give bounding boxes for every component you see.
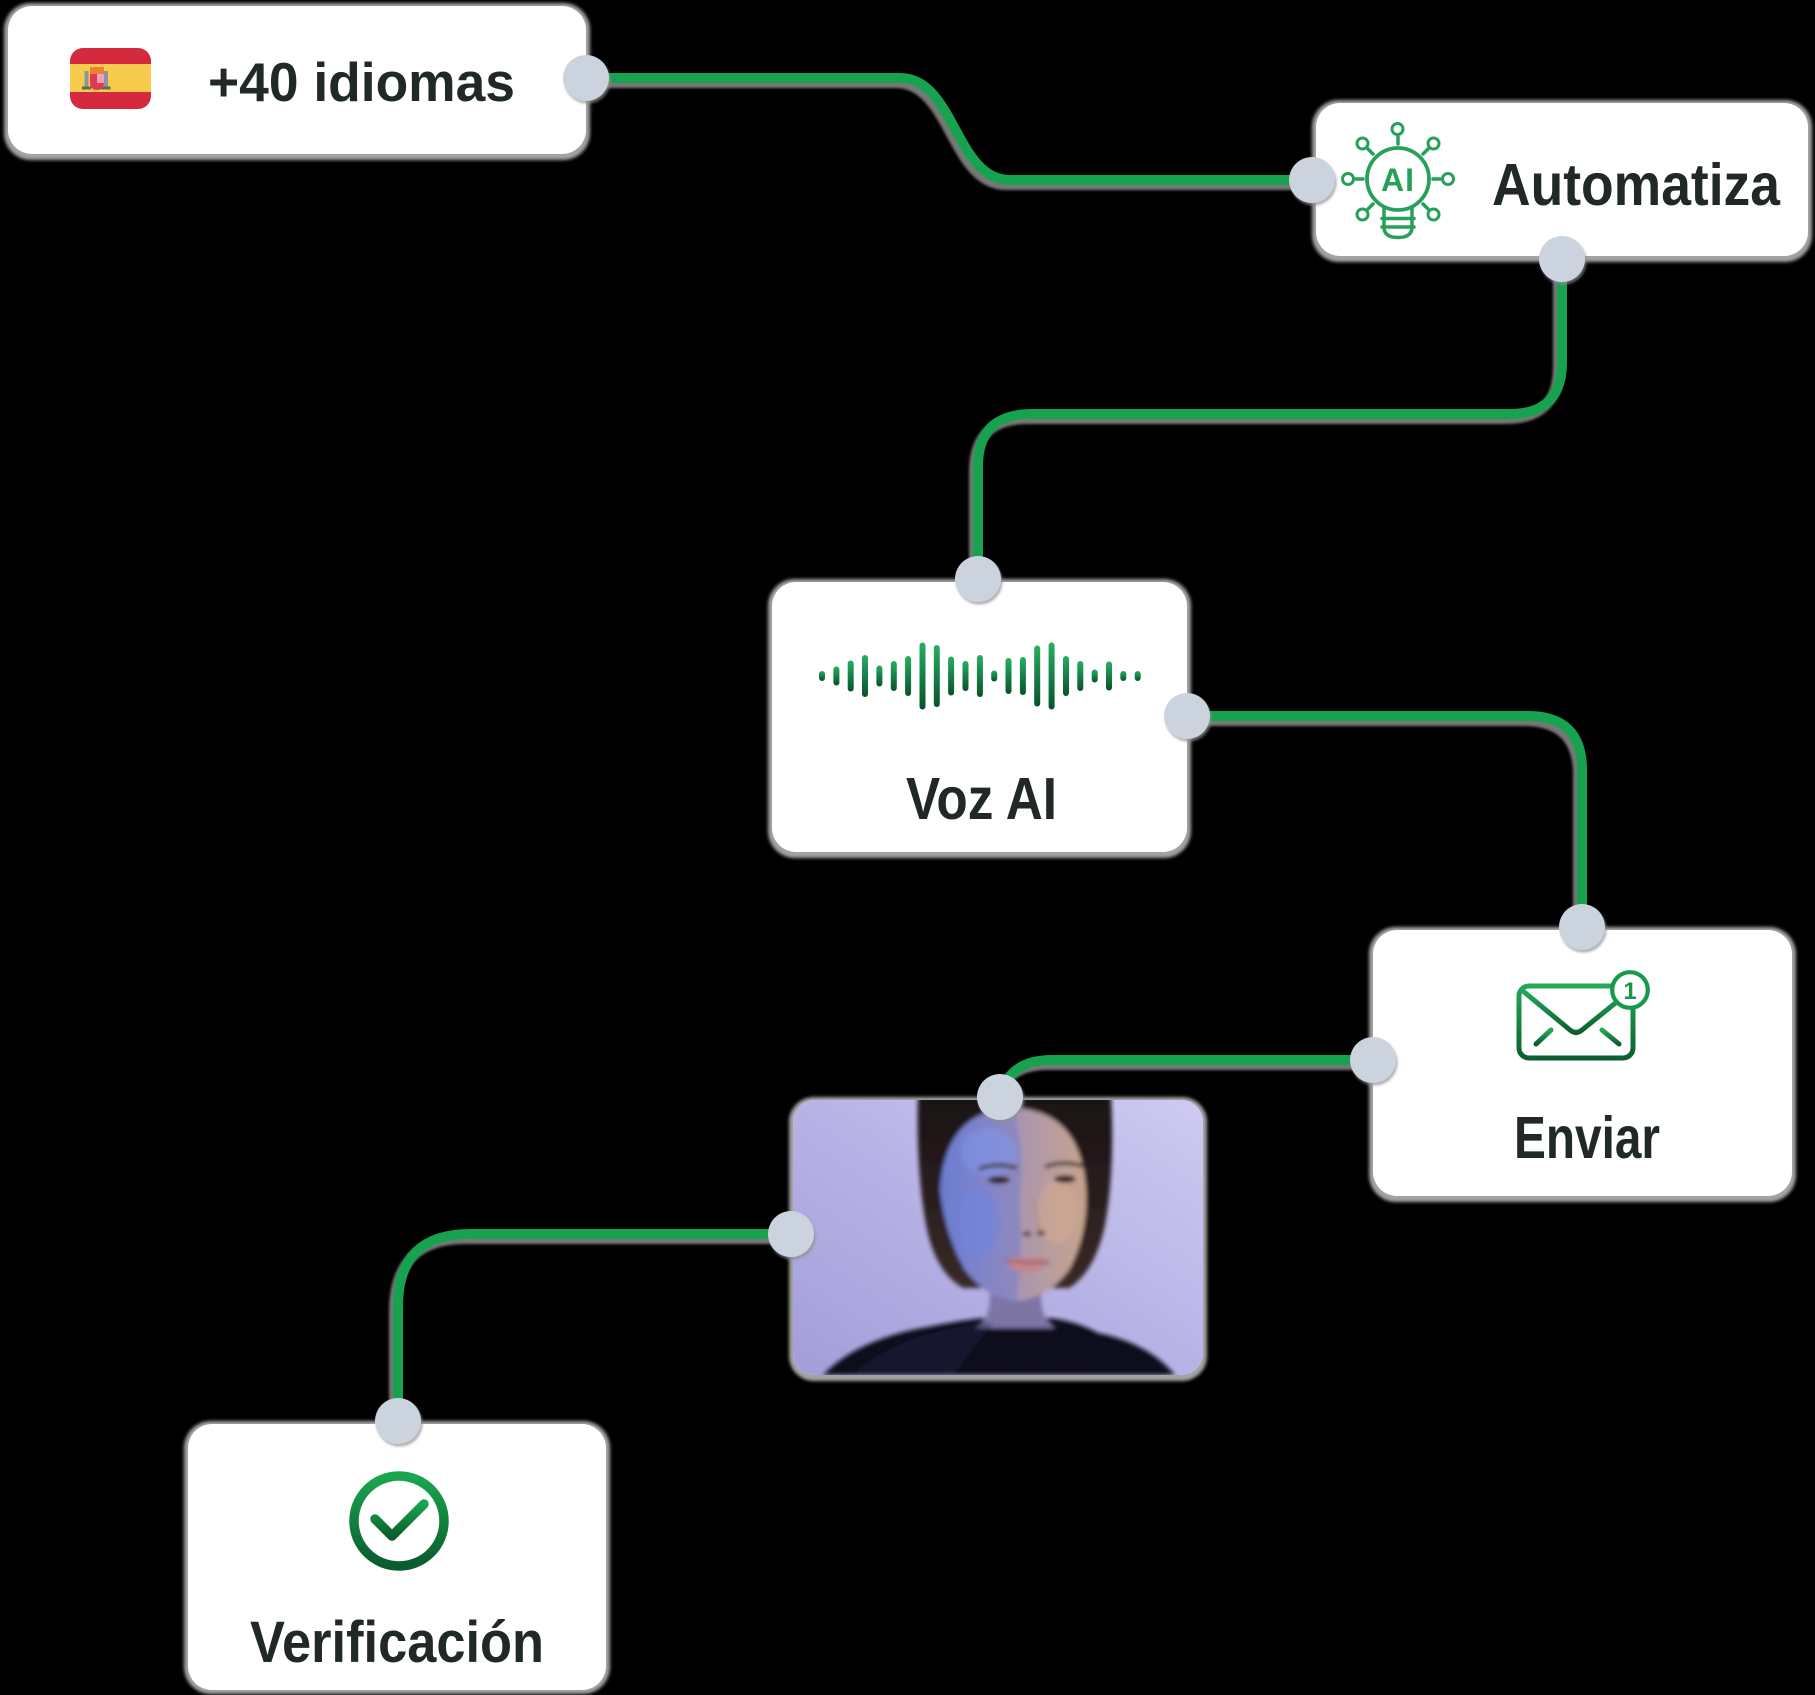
svg-text:Verificación: Verificación bbox=[250, 1610, 544, 1675]
svg-text:+40 idiomas: +40 idiomas bbox=[208, 51, 515, 113]
svg-text:AI: AI bbox=[1381, 162, 1415, 198]
svg-text:Automatiza: Automatiza bbox=[1492, 152, 1781, 218]
svg-text:Voz AI: Voz AI bbox=[906, 766, 1057, 832]
svg-text:1: 1 bbox=[1623, 978, 1636, 1005]
svg-text:Enviar: Enviar bbox=[1514, 1105, 1660, 1171]
